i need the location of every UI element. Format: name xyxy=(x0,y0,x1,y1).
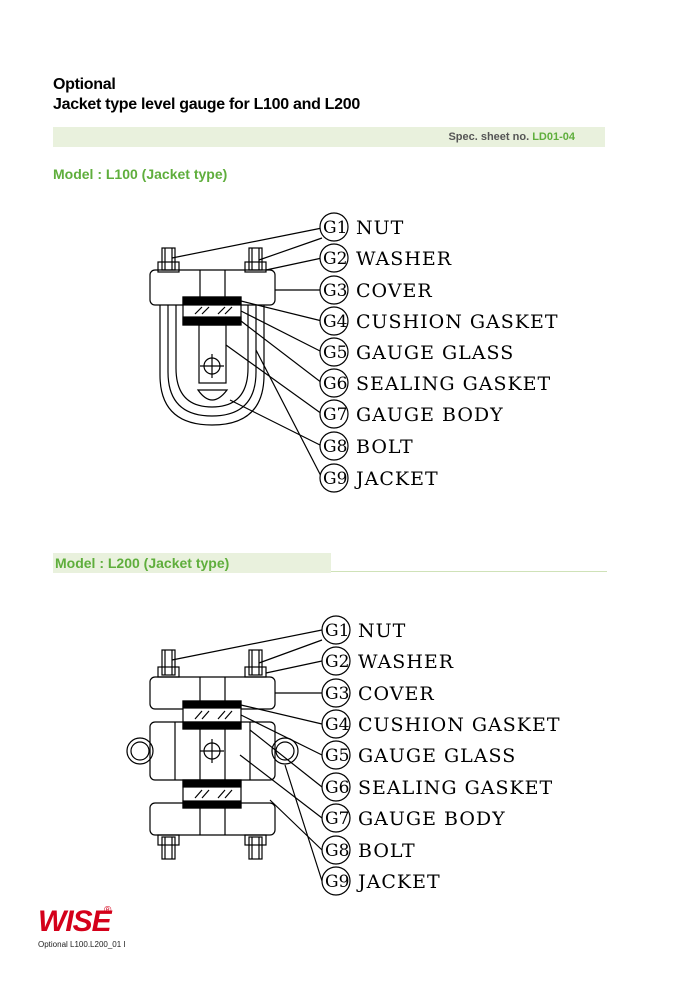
part-name: WASHER xyxy=(358,651,454,673)
part-id: G4 xyxy=(325,715,349,735)
l200-part-g6: G6 SEALING GASKET xyxy=(321,772,553,802)
l200-part-g9: G9 JACKET xyxy=(321,866,441,896)
l200-part-g8: G8 BOLT xyxy=(321,835,416,865)
part-id: G1 xyxy=(323,218,347,238)
part-name: SEALING GASKET xyxy=(356,373,551,395)
spec-sheet-number: Spec. sheet no. LD01-04 xyxy=(448,131,575,143)
part-id: G1 xyxy=(325,621,349,641)
model-l100-title: Model : L100 (Jacket type) xyxy=(53,166,228,182)
l200-part-g1: G1 NUT xyxy=(321,615,406,645)
l100-part-g6: G6 SEALING GASKET xyxy=(319,368,551,398)
part-id: G5 xyxy=(323,343,347,363)
l100-part-g5: G5 GAUGE GLASS xyxy=(319,337,514,367)
part-name: BOLT xyxy=(356,436,414,458)
part-id: G2 xyxy=(323,249,347,269)
l200-part-g7: G7 GAUGE BODY xyxy=(321,803,506,833)
spec-bar: Spec. sheet no. LD01-04 xyxy=(53,127,605,147)
l100-drawing xyxy=(149,227,323,479)
spec-code: LD01-04 xyxy=(532,131,575,143)
part-name: CUSHION GASKET xyxy=(358,714,561,736)
spec-prefix: Spec. sheet no. xyxy=(448,131,530,143)
l100-part-g4: G4 CUSHION GASKET xyxy=(319,306,559,336)
part-id: G4 xyxy=(323,312,347,332)
part-name: GAUGE BODY xyxy=(358,808,506,830)
part-id: G7 xyxy=(325,809,349,829)
page-mark: I xyxy=(123,940,126,949)
l100-part-g7: G7 GAUGE BODY xyxy=(319,399,504,429)
part-name: BOLT xyxy=(358,840,416,862)
l100-part-g8: G8 BOLT xyxy=(319,431,414,461)
part-id: G8 xyxy=(323,437,347,457)
part-name: JACKET xyxy=(356,871,441,893)
part-name: NUT xyxy=(356,217,404,239)
part-id: G5 xyxy=(325,746,349,766)
l200-part-g4: G4 CUSHION GASKET xyxy=(321,709,561,739)
part-name: GAUGE BODY xyxy=(356,404,504,426)
l200-part-g5: G5 GAUGE GLASS xyxy=(321,740,516,770)
part-name: COVER xyxy=(356,280,433,302)
part-id: G6 xyxy=(323,374,347,394)
part-name: CUSHION GASKET xyxy=(356,311,559,333)
part-id: G3 xyxy=(323,281,347,301)
l100-part-g9: G9 JACKET xyxy=(319,463,439,493)
model-l200-bar xyxy=(53,553,331,573)
l100-part-g3: G3 COVER xyxy=(319,275,433,305)
part-name: WASHER xyxy=(356,248,452,270)
part-id: G2 xyxy=(325,652,349,672)
part-id: G9 xyxy=(325,872,349,892)
part-id: G6 xyxy=(325,778,349,798)
l100-part-g2: G2 WASHER xyxy=(319,243,452,273)
part-name: COVER xyxy=(358,683,435,705)
part-name: JACKET xyxy=(354,468,439,490)
part-name: GAUGE GLASS xyxy=(358,745,516,767)
doc-id: Optional L100.L200_01 xyxy=(38,940,122,949)
part-id: G9 xyxy=(323,469,347,489)
wise-logo: WISE xyxy=(38,905,112,938)
page-title-line2: Jacket type level gauge for L100 and L20… xyxy=(53,96,360,113)
registered-mark: ® xyxy=(104,905,112,916)
model-l200-title: Model : L200 (Jacket type) xyxy=(55,555,230,571)
page-title-line1: Optional xyxy=(53,76,116,93)
part-id: G3 xyxy=(325,684,349,704)
l200-part-g2: G2 WASHER xyxy=(321,646,454,676)
part-name: NUT xyxy=(358,620,406,642)
l200-part-g3: G3 COVER xyxy=(321,678,435,708)
l100-part-g1: G1 NUT xyxy=(319,212,404,242)
part-name: SEALING GASKET xyxy=(358,777,553,799)
part-name: GAUGE GLASS xyxy=(356,342,514,364)
l200-drawing xyxy=(126,629,323,882)
footer-doc-id: Optional L100.L200_01 I xyxy=(38,940,126,949)
part-id: G7 xyxy=(323,405,347,425)
model-l200-divider xyxy=(331,571,607,572)
part-id: G8 xyxy=(325,841,349,861)
